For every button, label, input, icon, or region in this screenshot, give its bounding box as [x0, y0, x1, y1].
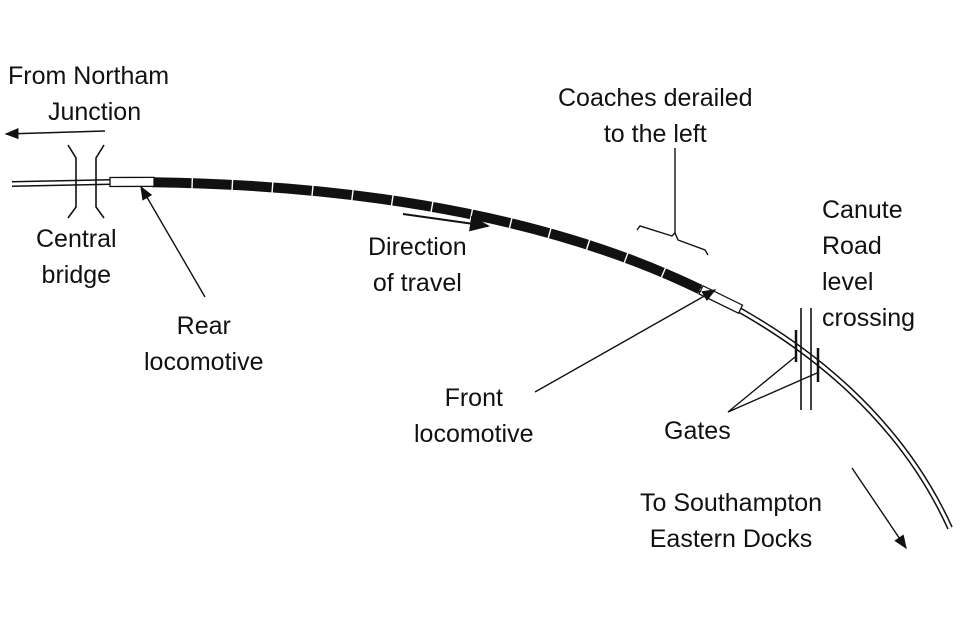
rear-loco-pointer [140, 185, 206, 298]
label-line: Rear [176, 312, 231, 340]
derailed-coaches [109, 176, 955, 531]
coach-gap [351, 189, 354, 202]
label-front-locomotive: Front locomotive [414, 380, 534, 452]
front-locomotive [698, 284, 744, 315]
coaches-brace [636, 225, 709, 256]
label-line: Eastern Docks [649, 525, 813, 553]
central-bridge [67, 144, 105, 219]
coach-gap [508, 217, 513, 230]
docks-arrow [851, 467, 907, 550]
label-line: Road [822, 232, 882, 260]
coach-gap [231, 178, 234, 191]
direction-arrow [402, 213, 490, 232]
coach-gap [271, 181, 274, 194]
coach-gap [623, 252, 629, 264]
coach-gap [311, 184, 314, 197]
label-line: Central [36, 225, 117, 253]
label-gates: Gates [664, 417, 731, 445]
label-line: Coaches derailed [558, 84, 753, 112]
from-northam-arrow [4, 128, 106, 140]
coach-gap [660, 266, 667, 279]
label-line: bridge [41, 261, 112, 289]
label-line: Canute [822, 196, 903, 224]
label-canute-road: Canute Road level crossing [822, 192, 915, 336]
label-line: Front [444, 384, 503, 412]
label-line: Junction [48, 98, 142, 126]
coach-gap [547, 227, 552, 240]
label-direction: Direction of travel [368, 229, 467, 301]
label-line: crossing [822, 304, 916, 332]
rear-locomotive [109, 176, 155, 188]
coach-gap [585, 238, 591, 251]
label-rear-locomotive: Rear locomotive [144, 308, 264, 380]
label-line: of travel [372, 269, 462, 297]
label-coaches-derailed: Coaches derailed to the left [558, 80, 753, 152]
level-crossing-road [800, 308, 812, 410]
label-line: locomotive [414, 420, 534, 448]
coach-gap [390, 194, 394, 207]
gate-pointer-2 [727, 372, 818, 413]
label-line: locomotive [144, 348, 264, 376]
label-line: To Southampton [640, 489, 823, 517]
label-line: to the left [603, 120, 707, 148]
coach-gap [430, 200, 434, 213]
label-to-docks: To Southampton Eastern Docks [640, 485, 822, 557]
label-central-bridge: Central bridge [36, 221, 117, 293]
front-loco-pointer [534, 289, 717, 393]
label-line: Direction [368, 233, 467, 261]
label-line: From Northam [8, 62, 170, 90]
coach-gap [191, 177, 194, 190]
gate-pointer-1 [727, 356, 796, 413]
crossing-gates [794, 330, 820, 382]
label-from-northam: From Northam Junction [8, 58, 169, 130]
label-line: level [822, 268, 874, 296]
